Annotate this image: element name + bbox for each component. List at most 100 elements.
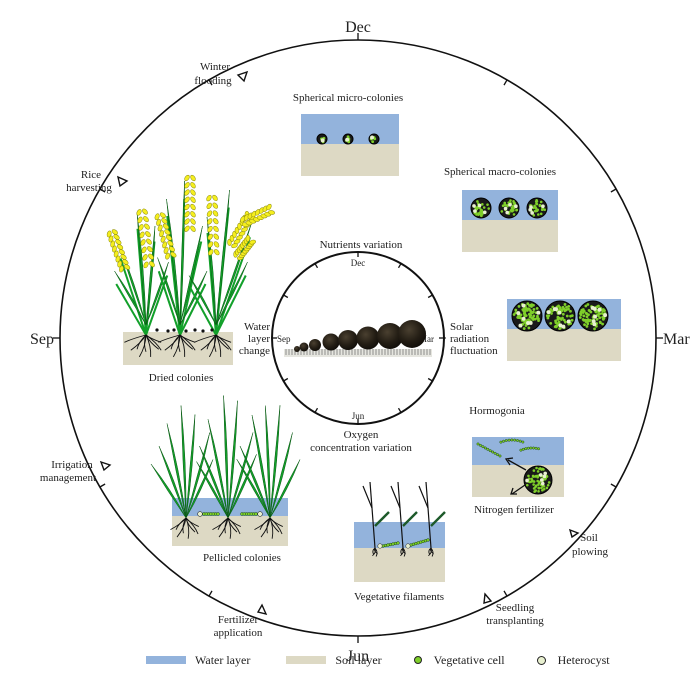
inner-month-sep: Sep	[277, 334, 291, 344]
vegetative-cell	[518, 439, 522, 443]
outer-tick	[610, 483, 617, 488]
heterocyst	[345, 137, 350, 142]
vegetative-cell	[514, 308, 518, 312]
vegetative-cell	[590, 322, 594, 326]
vegetative-cell	[483, 446, 487, 450]
inner-tick	[427, 377, 433, 382]
event-irrigation-management: Irrigation management	[40, 459, 112, 484]
vegetative-cell	[562, 318, 566, 322]
outer-tick	[610, 188, 617, 193]
root	[227, 517, 232, 539]
heterocyst	[320, 138, 325, 143]
vegetative-cell	[549, 321, 553, 325]
heterocyst	[592, 306, 597, 311]
root	[254, 517, 271, 531]
heterocyst	[525, 478, 529, 483]
svg-text:concentration variation: concentration variation	[310, 442, 412, 454]
svg-text:Solar: Solar	[450, 321, 474, 333]
root	[200, 334, 217, 351]
rice-grain	[136, 209, 142, 216]
vegetative-cell	[541, 488, 544, 492]
leaf	[114, 270, 147, 326]
vegetative-cell	[567, 304, 571, 308]
vegetative-cell	[543, 208, 546, 212]
vegetative-cell	[539, 467, 542, 470]
vegetative-cell	[507, 438, 511, 442]
root	[260, 517, 271, 538]
rice-grain	[110, 240, 116, 248]
vegetative-cell	[511, 204, 515, 208]
rice-grain	[143, 216, 149, 223]
vegetative-cell	[524, 307, 528, 311]
vegetative-cell	[529, 309, 532, 312]
heterocyst	[530, 211, 534, 215]
heterocyst	[505, 210, 510, 215]
rice-grain	[190, 203, 196, 211]
rice-grain	[190, 189, 196, 196]
rice-grain	[190, 174, 196, 182]
vegetative-cell	[597, 312, 601, 315]
rice-grain	[231, 243, 238, 249]
rice-grain	[213, 225, 219, 232]
vegetative-cell	[501, 204, 505, 207]
event-winter-flooding: Winter flooding	[194, 61, 249, 87]
rice-grain	[184, 218, 190, 225]
svg-text:Winter: Winter	[200, 61, 230, 73]
leaf	[185, 414, 196, 519]
vegetative-cell	[563, 303, 567, 306]
root	[145, 334, 162, 351]
vegetative-cell	[532, 475, 535, 478]
vegetative-cell	[371, 140, 375, 143]
rice-grain	[147, 246, 153, 253]
vegetative-cell	[532, 206, 535, 210]
seedling-leaf	[430, 511, 446, 527]
leaf	[269, 432, 293, 519]
vegetative-cell	[510, 206, 514, 209]
heterocyst	[521, 316, 526, 321]
stage-label: Spherical macro-colonies	[444, 166, 556, 178]
inner-month-jun: Jun	[352, 411, 365, 421]
vegetative-cell	[521, 308, 525, 312]
vegetative-cell	[496, 453, 500, 457]
vegetative-cell	[554, 319, 557, 323]
rice-grain	[142, 254, 148, 261]
legend-soil: Soil layer	[286, 653, 382, 668]
vegetative-cell	[540, 486, 543, 490]
rice-grain	[144, 223, 150, 230]
vegetative-cell	[536, 479, 539, 483]
rice-grain	[190, 218, 196, 225]
vegetative-cell	[532, 487, 536, 490]
stage-pellicled-colonies: Pellicled colonies	[150, 395, 301, 564]
rice-grain	[118, 249, 125, 255]
rice-grain	[115, 255, 121, 263]
rice-grain	[190, 225, 196, 232]
inner-tick	[314, 263, 319, 269]
legend: Water layer Soil layer Vegetative cell H…	[146, 651, 638, 669]
event-seedling-transplanting: Seedling transplanting	[483, 592, 544, 627]
outer-month-sep: Sep	[30, 331, 54, 348]
heterocyst	[539, 478, 544, 482]
rice-grain	[139, 231, 145, 239]
root	[158, 334, 181, 343]
heterocyst	[482, 210, 487, 215]
rice-grain	[207, 241, 214, 248]
vegetative-cell	[486, 447, 490, 451]
rice-grain	[154, 213, 160, 221]
vegetative-cell	[515, 208, 519, 212]
rice-grain	[137, 216, 143, 224]
rice-grain	[184, 211, 190, 218]
vegetative-cell	[554, 325, 558, 329]
vegetative-cell	[502, 439, 506, 443]
leaf	[239, 445, 271, 519]
rice-grain	[145, 231, 151, 238]
outer-tick	[208, 79, 213, 86]
stem	[189, 287, 217, 336]
vegetative-cell	[583, 323, 586, 327]
vegetative-cell	[521, 440, 525, 444]
stage-large-colonies	[507, 299, 621, 361]
dried-colony	[172, 328, 176, 332]
outer-month-jun: Jun	[347, 648, 369, 665]
root	[130, 334, 147, 351]
svg-text:fluctuation: fluctuation	[450, 345, 498, 357]
